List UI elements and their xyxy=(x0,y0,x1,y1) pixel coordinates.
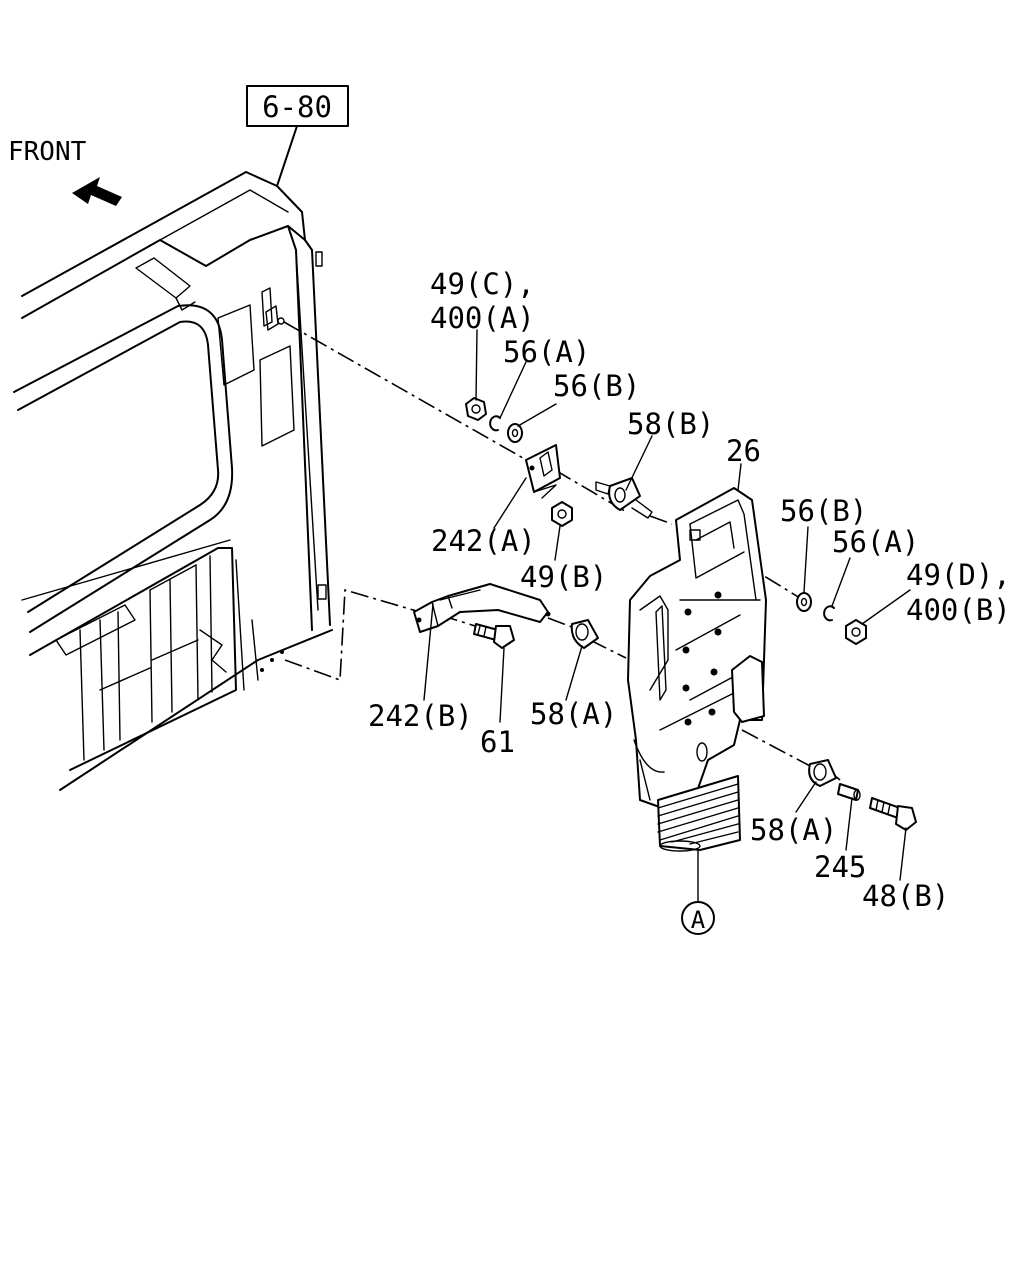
callout-48b: 48(B) xyxy=(862,879,949,913)
nut-49b-icon xyxy=(551,501,573,527)
bolt-61-icon xyxy=(473,623,515,649)
detail-marker-a: A xyxy=(681,901,715,935)
air-duct-26 xyxy=(627,487,767,852)
callout-242b: 242(B) xyxy=(368,699,473,733)
callout-56a-right: 56(A) xyxy=(832,525,919,559)
leader-26 xyxy=(737,463,742,491)
front-direction-indicator: FRONT xyxy=(8,137,122,206)
washer-56b-right-icon xyxy=(796,592,812,612)
leader-242a xyxy=(493,477,527,529)
front-label: FRONT xyxy=(8,137,87,167)
detail-marker-circle-icon xyxy=(681,901,715,935)
section-reference-text: 6-80 xyxy=(262,90,332,124)
nut-49c-icon xyxy=(465,397,487,421)
leader-56a-right xyxy=(831,557,851,607)
callout-49c-line1: 49(C), xyxy=(430,267,535,301)
rubber-mount-58a-mid-icon xyxy=(570,619,599,649)
leader-56b-top xyxy=(517,403,557,427)
section-reference-leader xyxy=(276,125,298,187)
cab-body-outline xyxy=(13,171,333,791)
collar-245-icon xyxy=(837,783,861,801)
leader-49c xyxy=(475,329,478,401)
rubber-mount-58a-low-icon xyxy=(808,759,837,787)
clip-56a-right-icon xyxy=(823,605,835,622)
leader-58a-mid xyxy=(565,645,583,701)
callout-400b-line2: 400(B) xyxy=(906,593,1011,627)
leader-49d xyxy=(861,589,911,625)
callout-56b-top: 56(B) xyxy=(553,369,640,403)
bolt-48b-icon xyxy=(869,797,917,831)
clip-56a-icon xyxy=(489,415,501,432)
front-arrow-icon xyxy=(72,177,122,206)
washer-56b-icon xyxy=(507,423,523,443)
callout-61: 61 xyxy=(480,725,515,759)
callout-56a-top: 56(A) xyxy=(503,335,590,369)
leader-48b xyxy=(899,827,907,881)
leader-58a-low xyxy=(795,781,817,813)
grommet-58b-icon xyxy=(595,477,653,519)
callout-58b: 58(B) xyxy=(627,407,714,441)
leader-56b-right xyxy=(803,526,809,593)
section-reference: 6-80 xyxy=(246,85,349,187)
callout-labels: 49(C), 400(A) 56(A) 56(B) 58(B) 26 242(A… xyxy=(368,267,1011,913)
bracket-242b xyxy=(413,583,551,633)
callout-242a: 242(A) xyxy=(431,524,536,558)
detail-marker-letter: A xyxy=(691,906,706,934)
bracket-242a xyxy=(525,444,561,499)
leader-245 xyxy=(845,797,853,851)
fasteners xyxy=(465,397,917,831)
leader-61 xyxy=(499,647,505,723)
leader-58b xyxy=(625,435,653,491)
callout-58a-low: 58(A) xyxy=(750,813,837,847)
callout-58a-mid: 58(A) xyxy=(530,697,617,731)
callout-49b: 49(B) xyxy=(520,560,607,594)
leader-lines xyxy=(423,329,911,903)
callout-49d-line1: 49(D), xyxy=(906,558,1011,592)
leader-56a-top xyxy=(499,361,527,419)
callout-56b-right: 56(B) xyxy=(780,494,867,528)
callout-26: 26 xyxy=(726,434,761,468)
leader-49b xyxy=(554,525,561,561)
leader-242b xyxy=(423,603,434,701)
callout-400a-line2: 400(A) xyxy=(430,301,535,335)
callout-245: 245 xyxy=(814,850,866,884)
nut-49d-icon xyxy=(845,619,867,645)
